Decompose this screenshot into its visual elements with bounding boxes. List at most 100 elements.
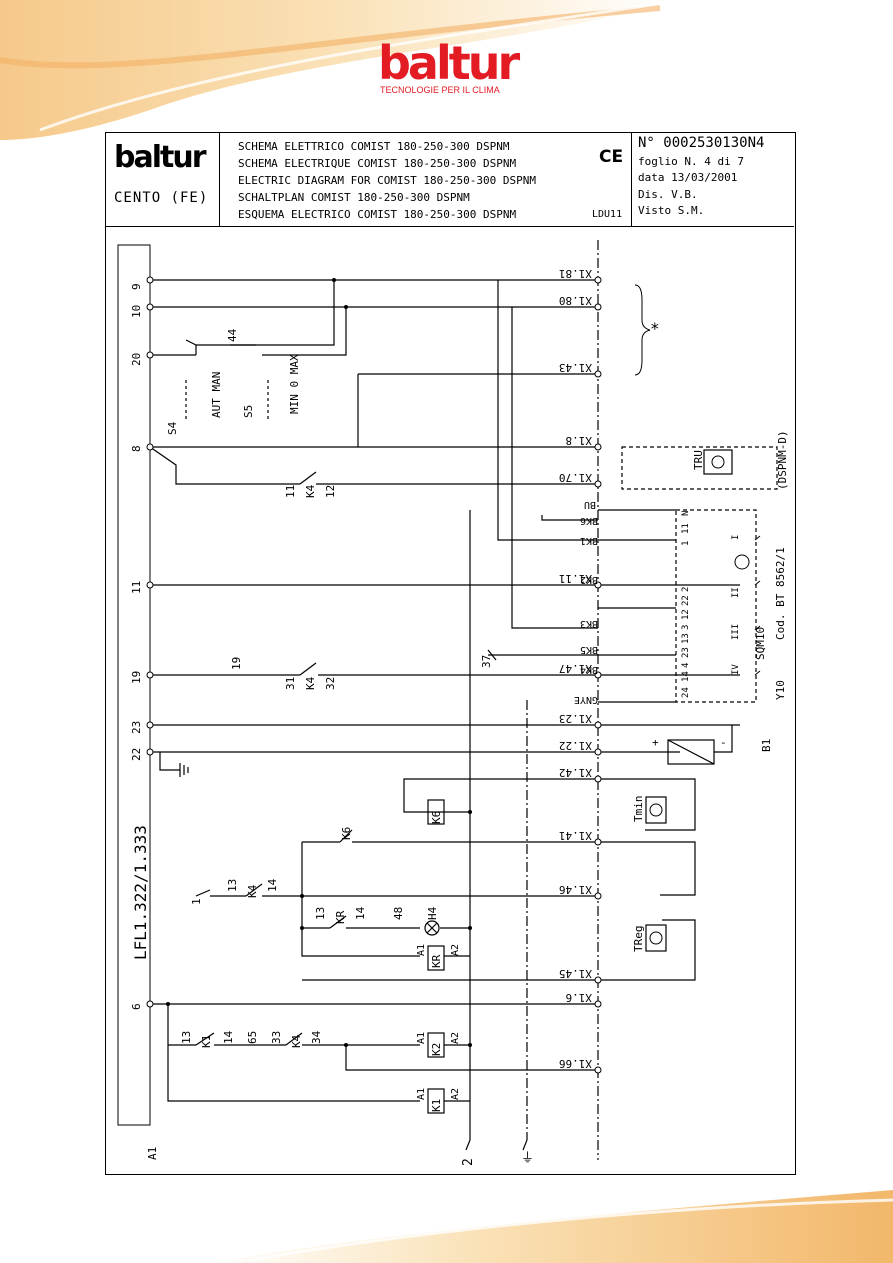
thermostat-tru: TRU [692, 450, 705, 470]
pin-19: 19 [130, 671, 143, 684]
servo-cam-i: I [731, 535, 741, 540]
probe-minus: - [720, 736, 727, 749]
servo-cam-ii: II [731, 587, 741, 598]
coil-a1-kr: A1 [416, 944, 427, 956]
pin-8: 8 [130, 445, 143, 452]
contact-32: 32 [324, 677, 337, 690]
ground-bus-label: ⏚ [521, 1151, 534, 1166]
contact-34: 34 [310, 1030, 323, 1044]
document-number: N° 0002530130N4 [638, 135, 765, 151]
title-block-logo: baltur [114, 140, 206, 175]
schematic-labels: LFL1.322/1.333 A1 9 10 20 8 11 19 23 22 … [130, 267, 789, 1166]
pin-10: 10 [130, 305, 143, 318]
switch-s4: S4 [166, 421, 179, 435]
wire-bk2: BK2 [580, 574, 598, 585]
junction-dots [166, 278, 472, 1047]
servo-cam-iv: IV [731, 664, 741, 675]
logo-tagline: TECNOLOGIE PER IL CLIMA [380, 85, 500, 95]
servo-pin-13: 13 [681, 633, 691, 644]
contact-13-a: 13 [226, 879, 239, 892]
title-line-fr: SCHEMA ELECTRIQUE COMIST 180-250-300 DSP… [238, 157, 517, 170]
wire-37: 37 [480, 655, 493, 668]
coil-a2-k1: A2 [450, 1088, 461, 1100]
terminal-x1-66: X1.66 [559, 1057, 592, 1070]
schematic-wiring [117, 240, 778, 1160]
ce-mark: CE [599, 147, 624, 167]
contact-12: 12 [324, 485, 337, 498]
switch-s5: S5 [242, 405, 255, 418]
title-line-de: SCHALTPLAN COMIST 180-250-300 DSPNM [238, 191, 470, 204]
optional-note: (DSPNM-D) [776, 430, 789, 490]
terminal-x1-42: X1.42 [559, 766, 592, 779]
contact-31: 31 [284, 677, 297, 690]
title-block-doc-info: N° 0002530130N4 foglio N. 4 di 7 data 13… [631, 133, 795, 226]
logo-wordmark: baltur [378, 36, 520, 90]
servo-pin-22: 22 [681, 595, 691, 606]
title-line-it: SCHEMA ELETTRICO COMIST 180-250-300 DSPN… [238, 140, 510, 153]
servo-pin-n: N [681, 511, 691, 516]
switch-44: 44 [226, 328, 239, 342]
contact-k4-d: K4 [290, 1034, 303, 1048]
valve-y10: Y10 [774, 680, 787, 700]
wire-1: 1 [190, 898, 203, 905]
wire-48: 48 [392, 907, 405, 920]
optional-bracket [634, 284, 651, 376]
terminal-x1-6: X1.6 [566, 991, 593, 1004]
sheet-number: foglio N. 4 di 7 [638, 155, 744, 168]
servo-cam-iii: III [731, 624, 741, 640]
contact-13-b: 13 [314, 907, 327, 920]
thermostat-tmin: Tmin [632, 796, 645, 823]
contact-14-c: 14 [222, 1030, 235, 1044]
contact-65: 65 [246, 1031, 259, 1044]
servo-motor-symbol [734, 535, 761, 676]
wire-19: 19 [230, 657, 243, 670]
probe-plus: + [652, 736, 659, 749]
pin-22: 22 [130, 748, 143, 761]
contact-33: 33 [270, 1031, 283, 1044]
wire-bu: BU [584, 499, 596, 510]
terminal-x1-81: X1.81 [559, 267, 592, 280]
contact-k6: K6 [340, 827, 353, 840]
servo-pin-23: 23 [681, 647, 691, 658]
servo-pin-12: 12 [681, 609, 691, 620]
switch-min-max: MIN 0 MAX [288, 354, 301, 414]
servo-code: Cod. BT 8562/1 [774, 547, 787, 640]
terminal-x1-23: X1.23 [559, 712, 592, 725]
terminal-x1-43: X1.43 [559, 361, 592, 374]
servo-pin-2: 2 [681, 587, 691, 592]
ldu-code: LDU11 [592, 209, 623, 220]
contact-k4-a: K4 [304, 484, 317, 498]
wire-bk4: BK4 [580, 664, 598, 675]
terminal-points [594, 276, 602, 1074]
servo-pin-3: 3 [681, 625, 691, 630]
coil-a1-k2: A1 [416, 1032, 427, 1044]
lamp-h4: H4 [426, 906, 439, 920]
contact-11: 11 [284, 485, 297, 498]
checked-by: Visto S.M. [638, 204, 705, 217]
pin-23: 23 [130, 721, 143, 734]
terminal-x1-80: X1.80 [559, 294, 592, 307]
coil-k2: K2 [430, 1043, 443, 1056]
servo-pin-14: 14 [681, 671, 691, 682]
wire-gnye: GNYE [574, 694, 598, 705]
servo-pin-11: 11 [681, 523, 691, 534]
servo-name: SQM10 [754, 627, 767, 660]
servo-pin-4: 4 [681, 663, 691, 668]
coil-k1: K1 [430, 1099, 443, 1112]
switch-aut-man: AUT MAN [210, 372, 223, 418]
contact-k4-c: K4 [246, 884, 259, 898]
coil-k6: K6 [430, 811, 443, 824]
pin-points [146, 276, 154, 1008]
wire-bk5: BK5 [580, 644, 598, 655]
coil-a2-k2: A2 [450, 1032, 461, 1044]
wire-bk6: BK6 [580, 515, 598, 526]
title-line-es: ESQUEMA ELECTRICO COMIST 180-250-300 DSP… [238, 208, 517, 221]
title-block: baltur CENTO (FE) SCHEMA ELETTRICO COMIS… [106, 133, 794, 227]
terminal-x1-22: X1.22 [559, 739, 592, 752]
wire-bk1: BK1 [580, 535, 598, 546]
terminal-x1-8: X1.8 [566, 434, 593, 447]
pin-6: 6 [130, 1003, 143, 1010]
coil-a1-k1: A1 [416, 1088, 427, 1100]
header-swoosh [0, 0, 671, 140]
